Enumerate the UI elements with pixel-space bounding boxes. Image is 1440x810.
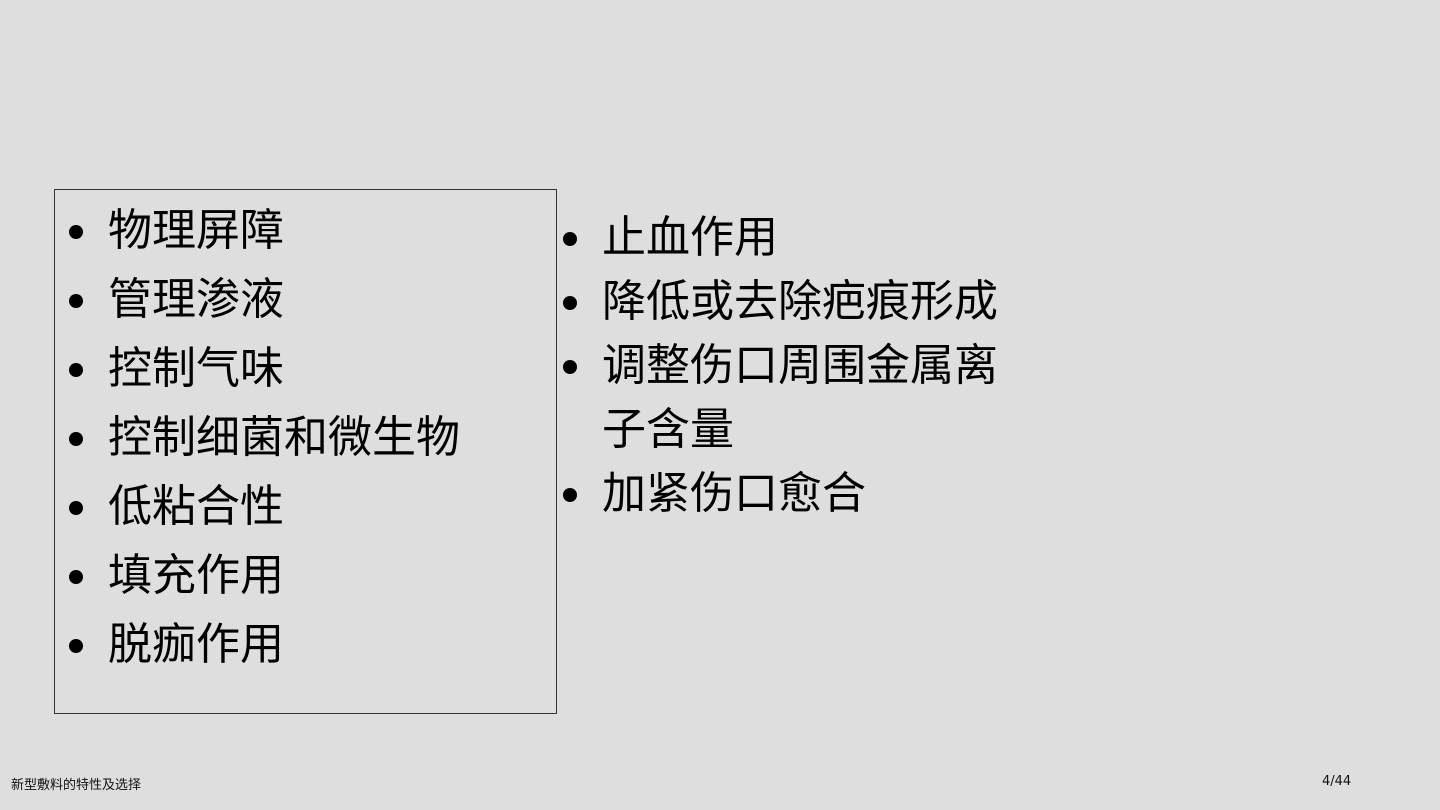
bullet-icon (69, 570, 83, 584)
list-item: 调整伤口周围金属离子含量 (563, 334, 1003, 462)
bullet-icon (563, 232, 577, 246)
list-item: 低粘合性 (69, 472, 460, 541)
list-item-text: 控制细菌和微生物 (108, 412, 460, 463)
bullet-icon (69, 501, 83, 515)
bullet-icon (69, 432, 83, 446)
bullet-icon (69, 294, 83, 308)
bullet-icon (563, 360, 577, 374)
footer-title: 新型敷料的特性及选择 (11, 778, 142, 793)
list-item-text: 低粘合性 (108, 481, 284, 532)
list-item-text: 脱痂作用 (108, 619, 284, 670)
page-number: 4/44 (1322, 774, 1352, 789)
list-item-text: 加紧伤口愈合 (602, 468, 866, 519)
list-item: 脱痂作用 (69, 610, 460, 679)
bullet-icon (563, 488, 577, 502)
list-item: 物理屏障 (69, 196, 460, 265)
list-item: 降低或去除疤痕形成 (563, 270, 1003, 334)
list-item: 控制气味 (69, 334, 460, 403)
list-item-text: 调整伤口周围金属离子含量 (602, 340, 998, 455)
bullet-icon (69, 363, 83, 377)
list-item: 加紧伤口愈合 (563, 462, 1003, 526)
bullet-icon (69, 225, 83, 239)
left-text-box: 物理屏障 管理渗液 控制气味 控制细菌和微生物 低粘合性 填充作用 脱痂作用 (54, 189, 557, 714)
list-item: 止血作用 (563, 206, 1003, 270)
list-item-text: 止血作用 (602, 212, 778, 263)
right-bullet-list: 止血作用 降低或去除疤痕形成 调整伤口周围金属离子含量 加紧伤口愈合 (563, 206, 1003, 526)
list-item-text: 管理渗液 (108, 274, 284, 325)
list-item-text: 控制气味 (108, 343, 284, 394)
list-item-text: 降低或去除疤痕形成 (602, 276, 998, 327)
list-item: 控制细菌和微生物 (69, 403, 460, 472)
bullet-icon (563, 296, 577, 310)
list-item: 填充作用 (69, 541, 460, 610)
bullet-icon (69, 639, 83, 653)
left-bullet-list: 物理屏障 管理渗液 控制气味 控制细菌和微生物 低粘合性 填充作用 脱痂作用 (69, 196, 460, 679)
list-item: 管理渗液 (69, 265, 460, 334)
list-item-text: 物理屏障 (108, 205, 284, 256)
list-item-text: 填充作用 (108, 550, 284, 601)
